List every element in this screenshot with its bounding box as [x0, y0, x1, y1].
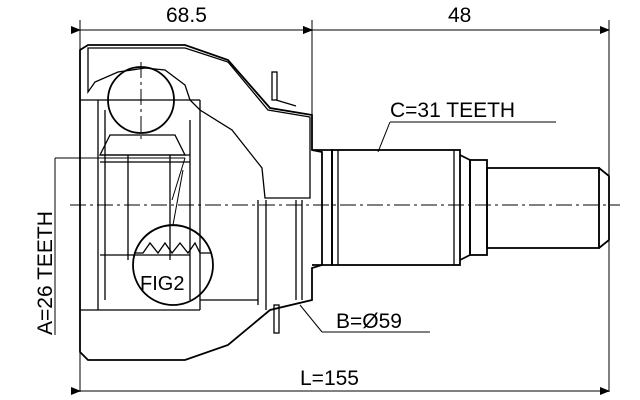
inner-teeth-callout: A=26 TEETH: [34, 157, 186, 335]
inner-teeth-label: A=26 TEETH: [34, 211, 57, 335]
outer-length-label: 68.5: [166, 4, 207, 27]
total-length-label: L=155: [300, 367, 359, 390]
outer-teeth-label: C=31 TEETH: [390, 99, 515, 122]
figure-ref-label: FIG2: [140, 273, 184, 295]
figure-2-detail: FIG2: [132, 169, 214, 306]
outer-teeth-callout: C=31 TEETH: [377, 99, 556, 153]
ball-element: [98, 62, 195, 156]
abs-diameter-label: B=Ø59: [336, 310, 402, 333]
abs-diameter-callout: B=Ø59: [299, 304, 430, 333]
outer-housing: [79, 44, 323, 361]
splined-shaft: [312, 149, 610, 266]
shaft-length-label: 48: [448, 4, 471, 27]
extension-lines: [79, 20, 610, 392]
